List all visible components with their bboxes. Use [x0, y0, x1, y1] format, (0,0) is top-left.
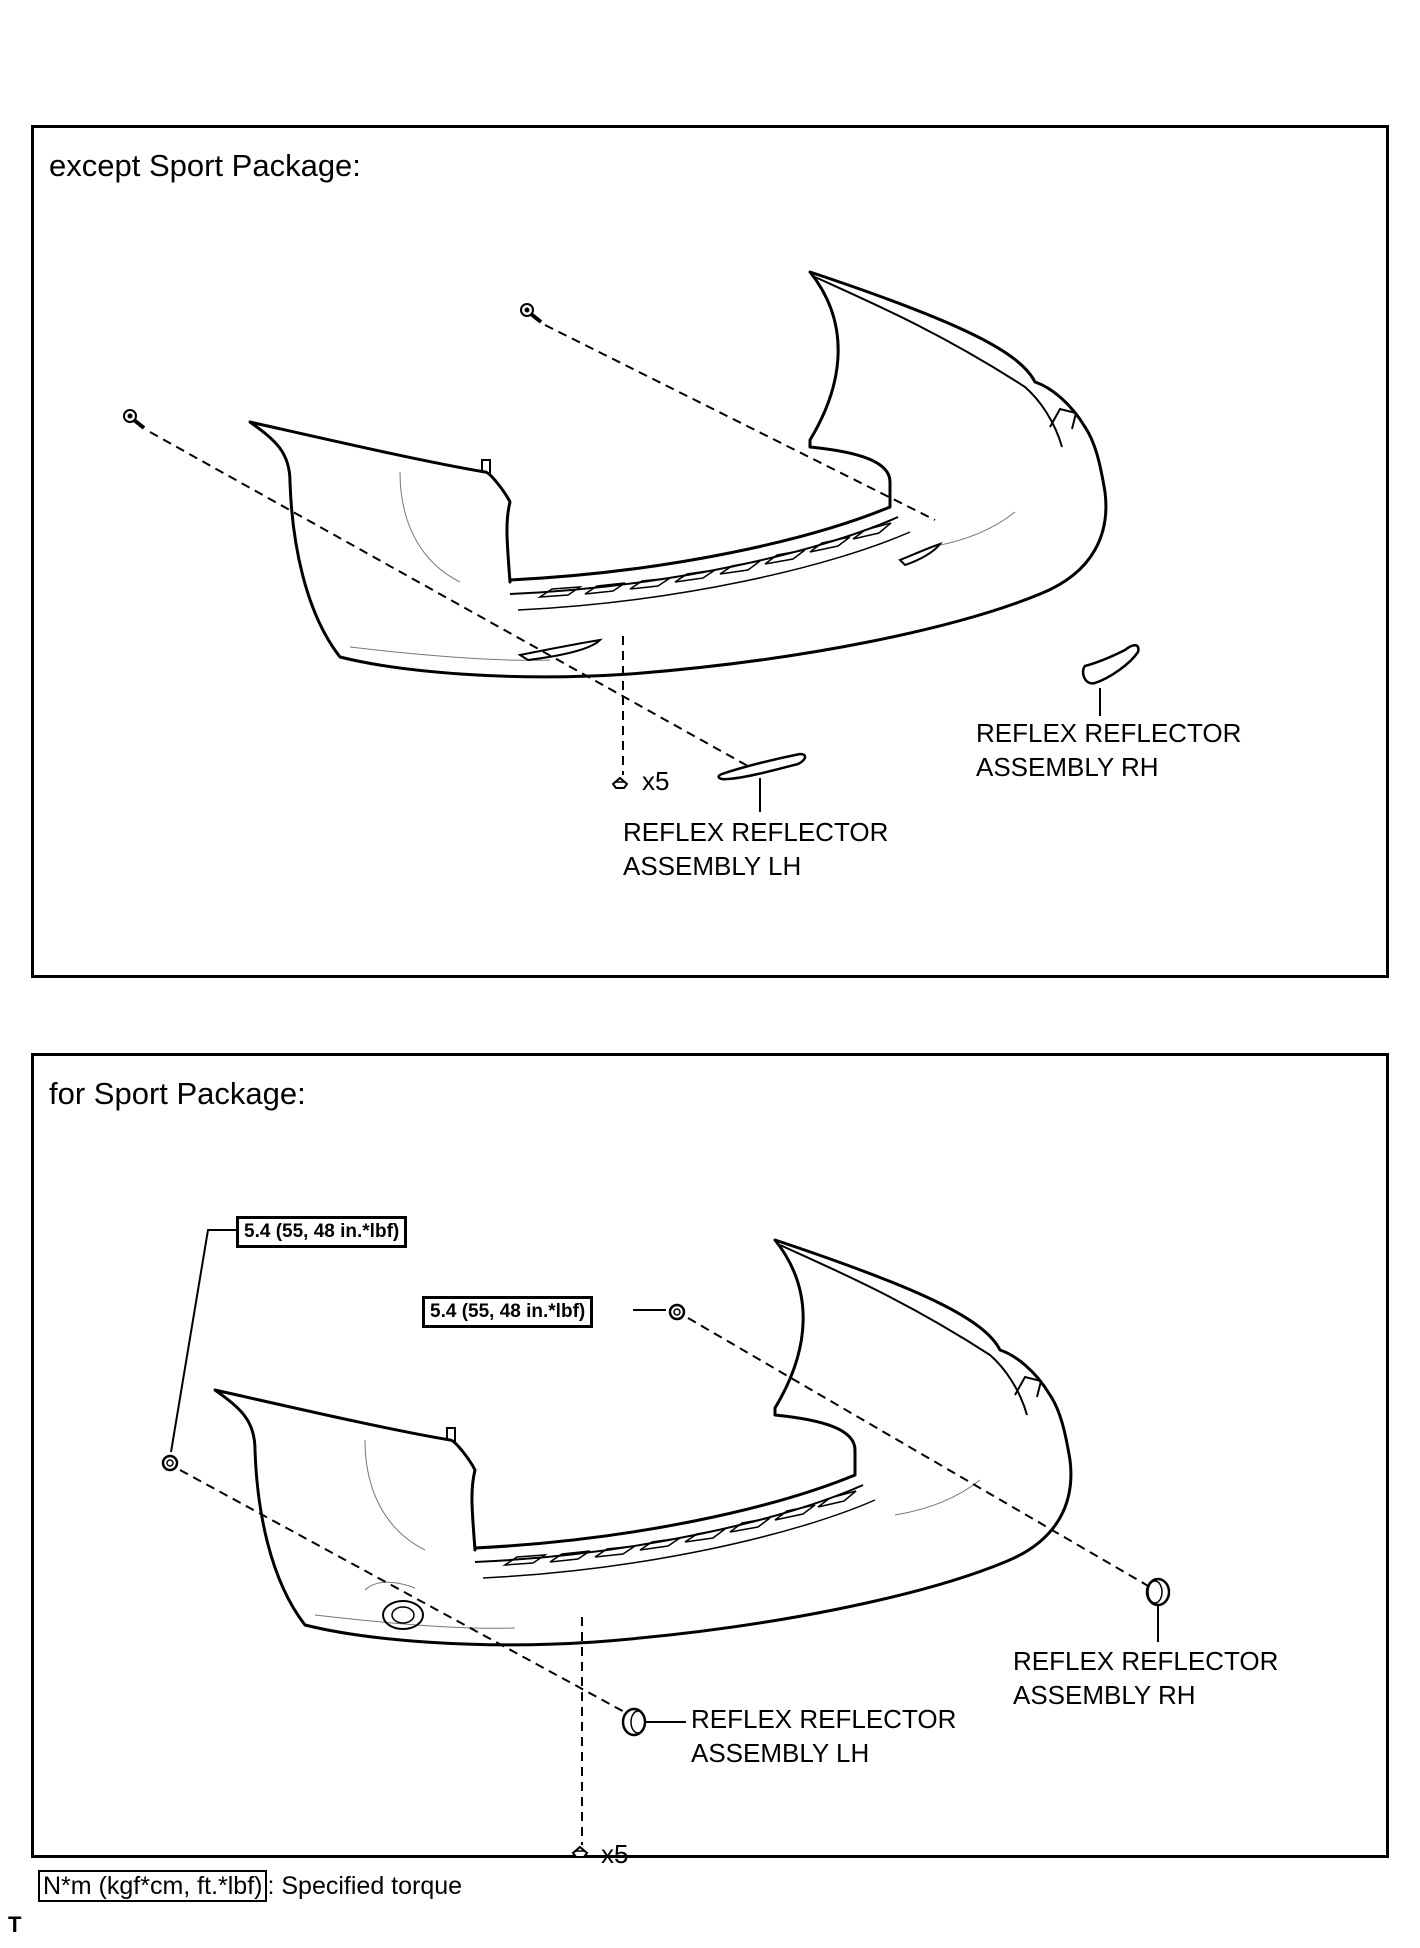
reflector-recess-lh	[382, 1600, 424, 1630]
assembly-guide-lines	[149, 324, 936, 775]
bolt-icon	[122, 408, 146, 430]
fastener-count: x5	[642, 766, 670, 796]
bolt-icon	[519, 302, 543, 324]
assembly-guide-lines	[179, 1317, 1151, 1845]
reflector-lh-label: REFLEX REFLECTOR ASSEMBLY LH	[691, 1704, 957, 1768]
reflector-recess-lh	[517, 638, 603, 662]
nut-icon	[161, 1454, 179, 1472]
corner-mark: T	[8, 1912, 22, 1937]
torque-leader-lines	[170, 1229, 666, 1453]
torque-spec-box: 5.4 (55, 48 in.*lbf)	[236, 1216, 408, 1248]
reflector-lh-part	[717, 752, 807, 812]
rear-bumper-cover-bottom	[213, 1238, 1073, 1647]
reflector-lh-part	[621, 1707, 686, 1737]
panel-title: for Sport Package:	[49, 1076, 306, 1111]
torque-legend: N*m (kgf*cm, ft.*lbf): Specified torque	[38, 1870, 463, 1902]
legend-text: : Specified torque	[267, 1872, 463, 1900]
reflector-rh-part	[1145, 1577, 1171, 1642]
reflector-rh-label: REFLEX REFLECTOR ASSEMBLY RH	[1013, 1646, 1279, 1710]
panel-except-sport-package: except Sport Package:	[31, 125, 1389, 978]
panel-for-sport-package: for Sport Package:	[31, 1053, 1389, 1858]
torque-spec-box: 5.4 (55, 48 in.*lbf)	[422, 1296, 594, 1328]
reflector-recess-rh	[898, 542, 943, 567]
clip-icon	[572, 1846, 588, 1858]
fastener-count: x5	[601, 1839, 629, 1869]
reflector-rh-part	[1081, 644, 1140, 716]
nut-icon	[668, 1303, 686, 1321]
rear-bumper-cover-top	[248, 270, 1108, 679]
reflector-rh-label: REFLEX REFLECTOR ASSEMBLY RH	[976, 718, 1242, 782]
reflector-lh-label: REFLEX REFLECTOR ASSEMBLY LH	[623, 817, 889, 881]
panel-title: except Sport Package:	[49, 148, 361, 183]
clip-icon	[612, 777, 628, 789]
legend-unit-box: N*m (kgf*cm, ft.*lbf)	[38, 1870, 268, 1902]
